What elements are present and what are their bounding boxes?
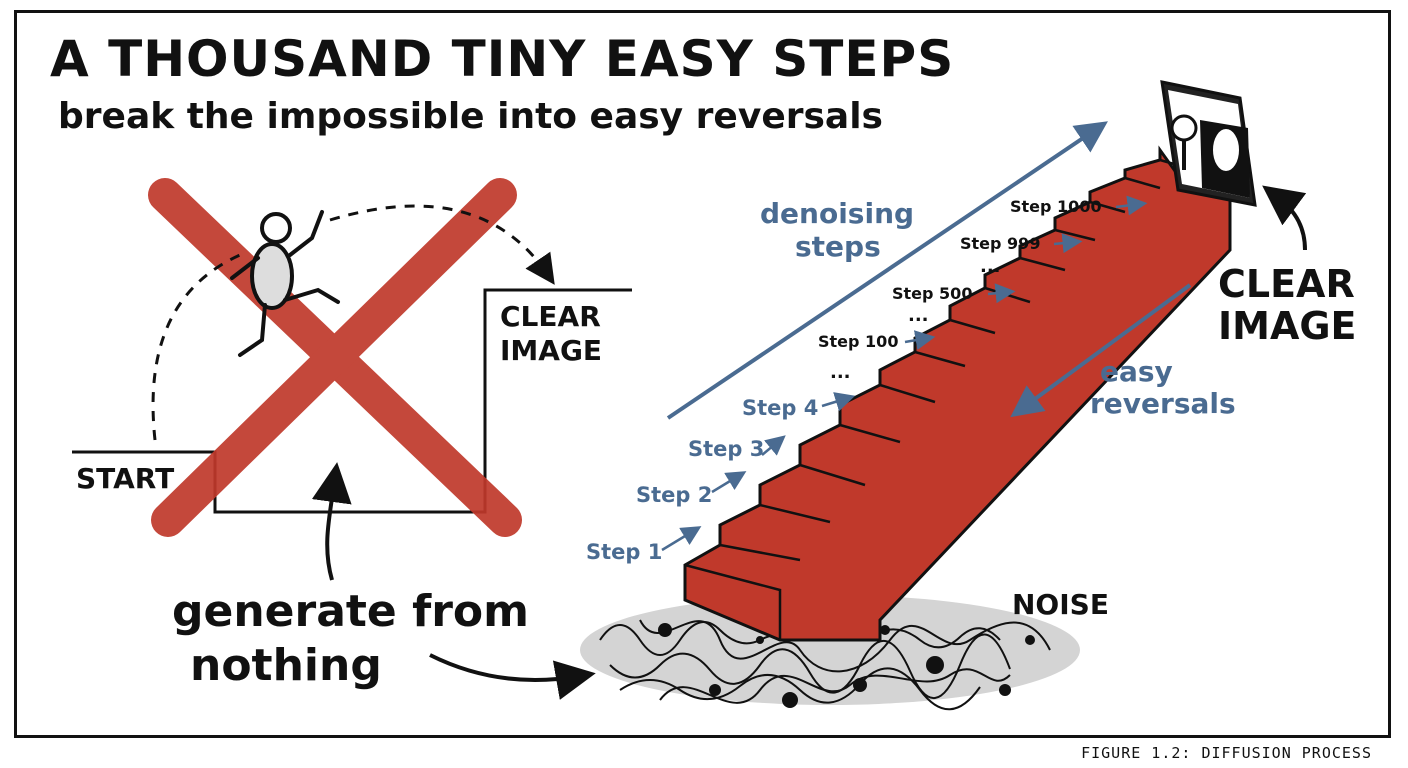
staircase [683,145,1232,642]
clear-image-arrow [1262,185,1307,251]
right-image-label: IMAGE [1218,304,1357,348]
page-title: A THOUSAND TINY EASY STEPS [50,30,955,88]
denoising-label-line2: steps [795,230,881,263]
step2-arrow [711,471,747,494]
jump-arc [151,204,548,441]
impossible-cross [148,178,522,537]
right-clear-label: CLEAR [1218,262,1355,306]
step1-arrow [661,526,702,552]
step-4-label: Step 4 [742,396,819,420]
step100-arrow [904,330,936,350]
left-clear-label: CLEAR [500,300,601,333]
step-999-label: Step 999 [960,234,1041,253]
step-1000-label: Step 1000 [1010,197,1102,216]
step1000-arrow [1115,195,1148,216]
page-subtitle: break the impossible into easy reversals [58,96,883,137]
noise-pile [580,595,1080,711]
step-500-label: Step 500 [892,284,973,303]
start-ledge [72,288,632,514]
step-100-label: Step 100 [818,332,899,351]
ellipsis-upper: ... [980,256,1001,277]
step-2-label: Step 2 [636,483,713,507]
step-1-label: Step 1 [586,540,663,564]
figure-frame [14,10,1391,738]
reversal-arrow [1010,283,1192,418]
generate-label-line2: nothing [190,640,382,691]
stick-figure [230,210,340,357]
step3-arrow [761,435,786,456]
left-image-label: IMAGE [500,334,603,367]
to-noise-arrow [429,653,596,700]
noise-label: NOISE [1012,588,1109,621]
ellipsis-middle: ... [908,305,929,326]
figure-caption: FIGURE 1.2: DIFFUSION PROCESS [1081,744,1372,762]
easy-label-line2: reversals [1090,387,1236,420]
ellipsis-lower: ... [830,362,851,383]
denoising-label-line1: denoising [760,197,915,230]
denoising-arrow [666,121,1108,420]
step999-arrow [1053,233,1083,254]
step-3-label: Step 3 [688,437,765,461]
clear-image-tile [1160,80,1257,207]
start-label: START [76,462,175,495]
step4-arrow [821,392,856,412]
easy-label-line1: easy [1100,355,1173,388]
up-arrow [311,462,352,581]
generate-label-line1: generate from [172,586,530,637]
step500-arrow [987,283,1016,304]
